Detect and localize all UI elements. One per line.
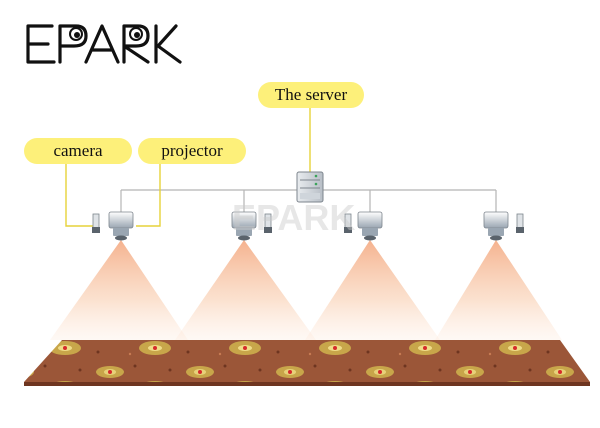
beam-3: [305, 240, 440, 340]
unit-3: [344, 211, 383, 241]
projected-floor: [24, 340, 590, 382]
projector-icon: [483, 211, 509, 241]
camera-icon: [264, 213, 272, 233]
projector-icon: [108, 211, 134, 241]
unit-2: [231, 211, 272, 241]
server-icon: [296, 171, 324, 203]
server-label: The server: [258, 82, 364, 108]
projector-icon: [357, 211, 383, 241]
leader-lines: [65, 108, 311, 227]
epark-logo: [26, 24, 182, 64]
projector-label: projector: [138, 138, 246, 164]
camera-icon: [92, 213, 100, 233]
camera-label: camera: [24, 138, 132, 164]
light-beams: [50, 240, 562, 340]
camera-icon: [344, 213, 352, 233]
floor-edge: [24, 382, 590, 386]
camera-icon: [516, 213, 524, 233]
projector-icon: [231, 211, 257, 241]
watermark: EPARK: [232, 197, 355, 238]
beam-2: [175, 240, 316, 340]
beam-4: [435, 240, 562, 340]
beam-1: [50, 240, 188, 340]
unit-1: [92, 211, 134, 241]
unit-4: [483, 211, 524, 241]
